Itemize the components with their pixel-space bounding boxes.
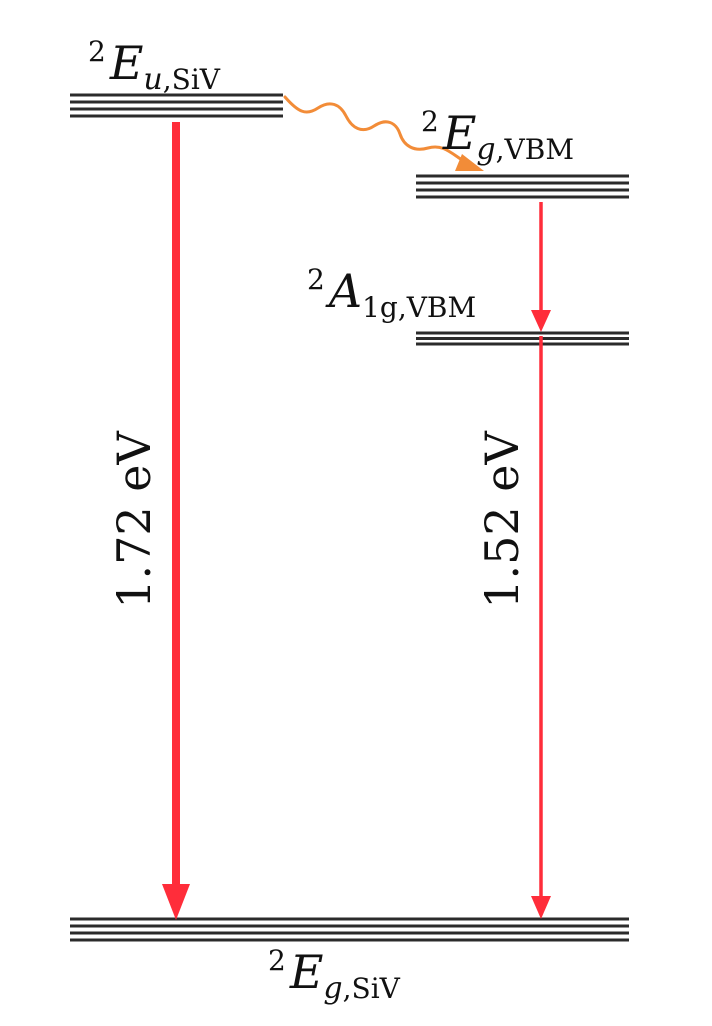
level-a1g-vbm bbox=[416, 331, 629, 346]
energy-label-vbm: 1.52 eV bbox=[475, 430, 529, 608]
level-eu-siv bbox=[70, 93, 283, 118]
transition-arrowhead-vbm-upper bbox=[531, 310, 551, 332]
label-a1g-vbm: 2A1g,VBM bbox=[307, 263, 476, 324]
nonradiative-arrowhead bbox=[455, 154, 484, 171]
transition-arrowhead-vbm bbox=[531, 896, 551, 919]
level-eg-siv bbox=[70, 917, 629, 942]
label-eu-siv: 2Eu,SiV bbox=[88, 35, 221, 97]
transition-arrowhead-siv bbox=[162, 884, 190, 920]
label-eg-siv: 2Eg,SiV bbox=[268, 944, 401, 1006]
level-eg-vbm bbox=[416, 174, 629, 199]
energy-label-siv: 1.72 eV bbox=[107, 430, 161, 608]
label-eg-vbm: 2Eg,VBM bbox=[421, 105, 574, 167]
nonradiative-wavy-arrow bbox=[283, 95, 464, 162]
